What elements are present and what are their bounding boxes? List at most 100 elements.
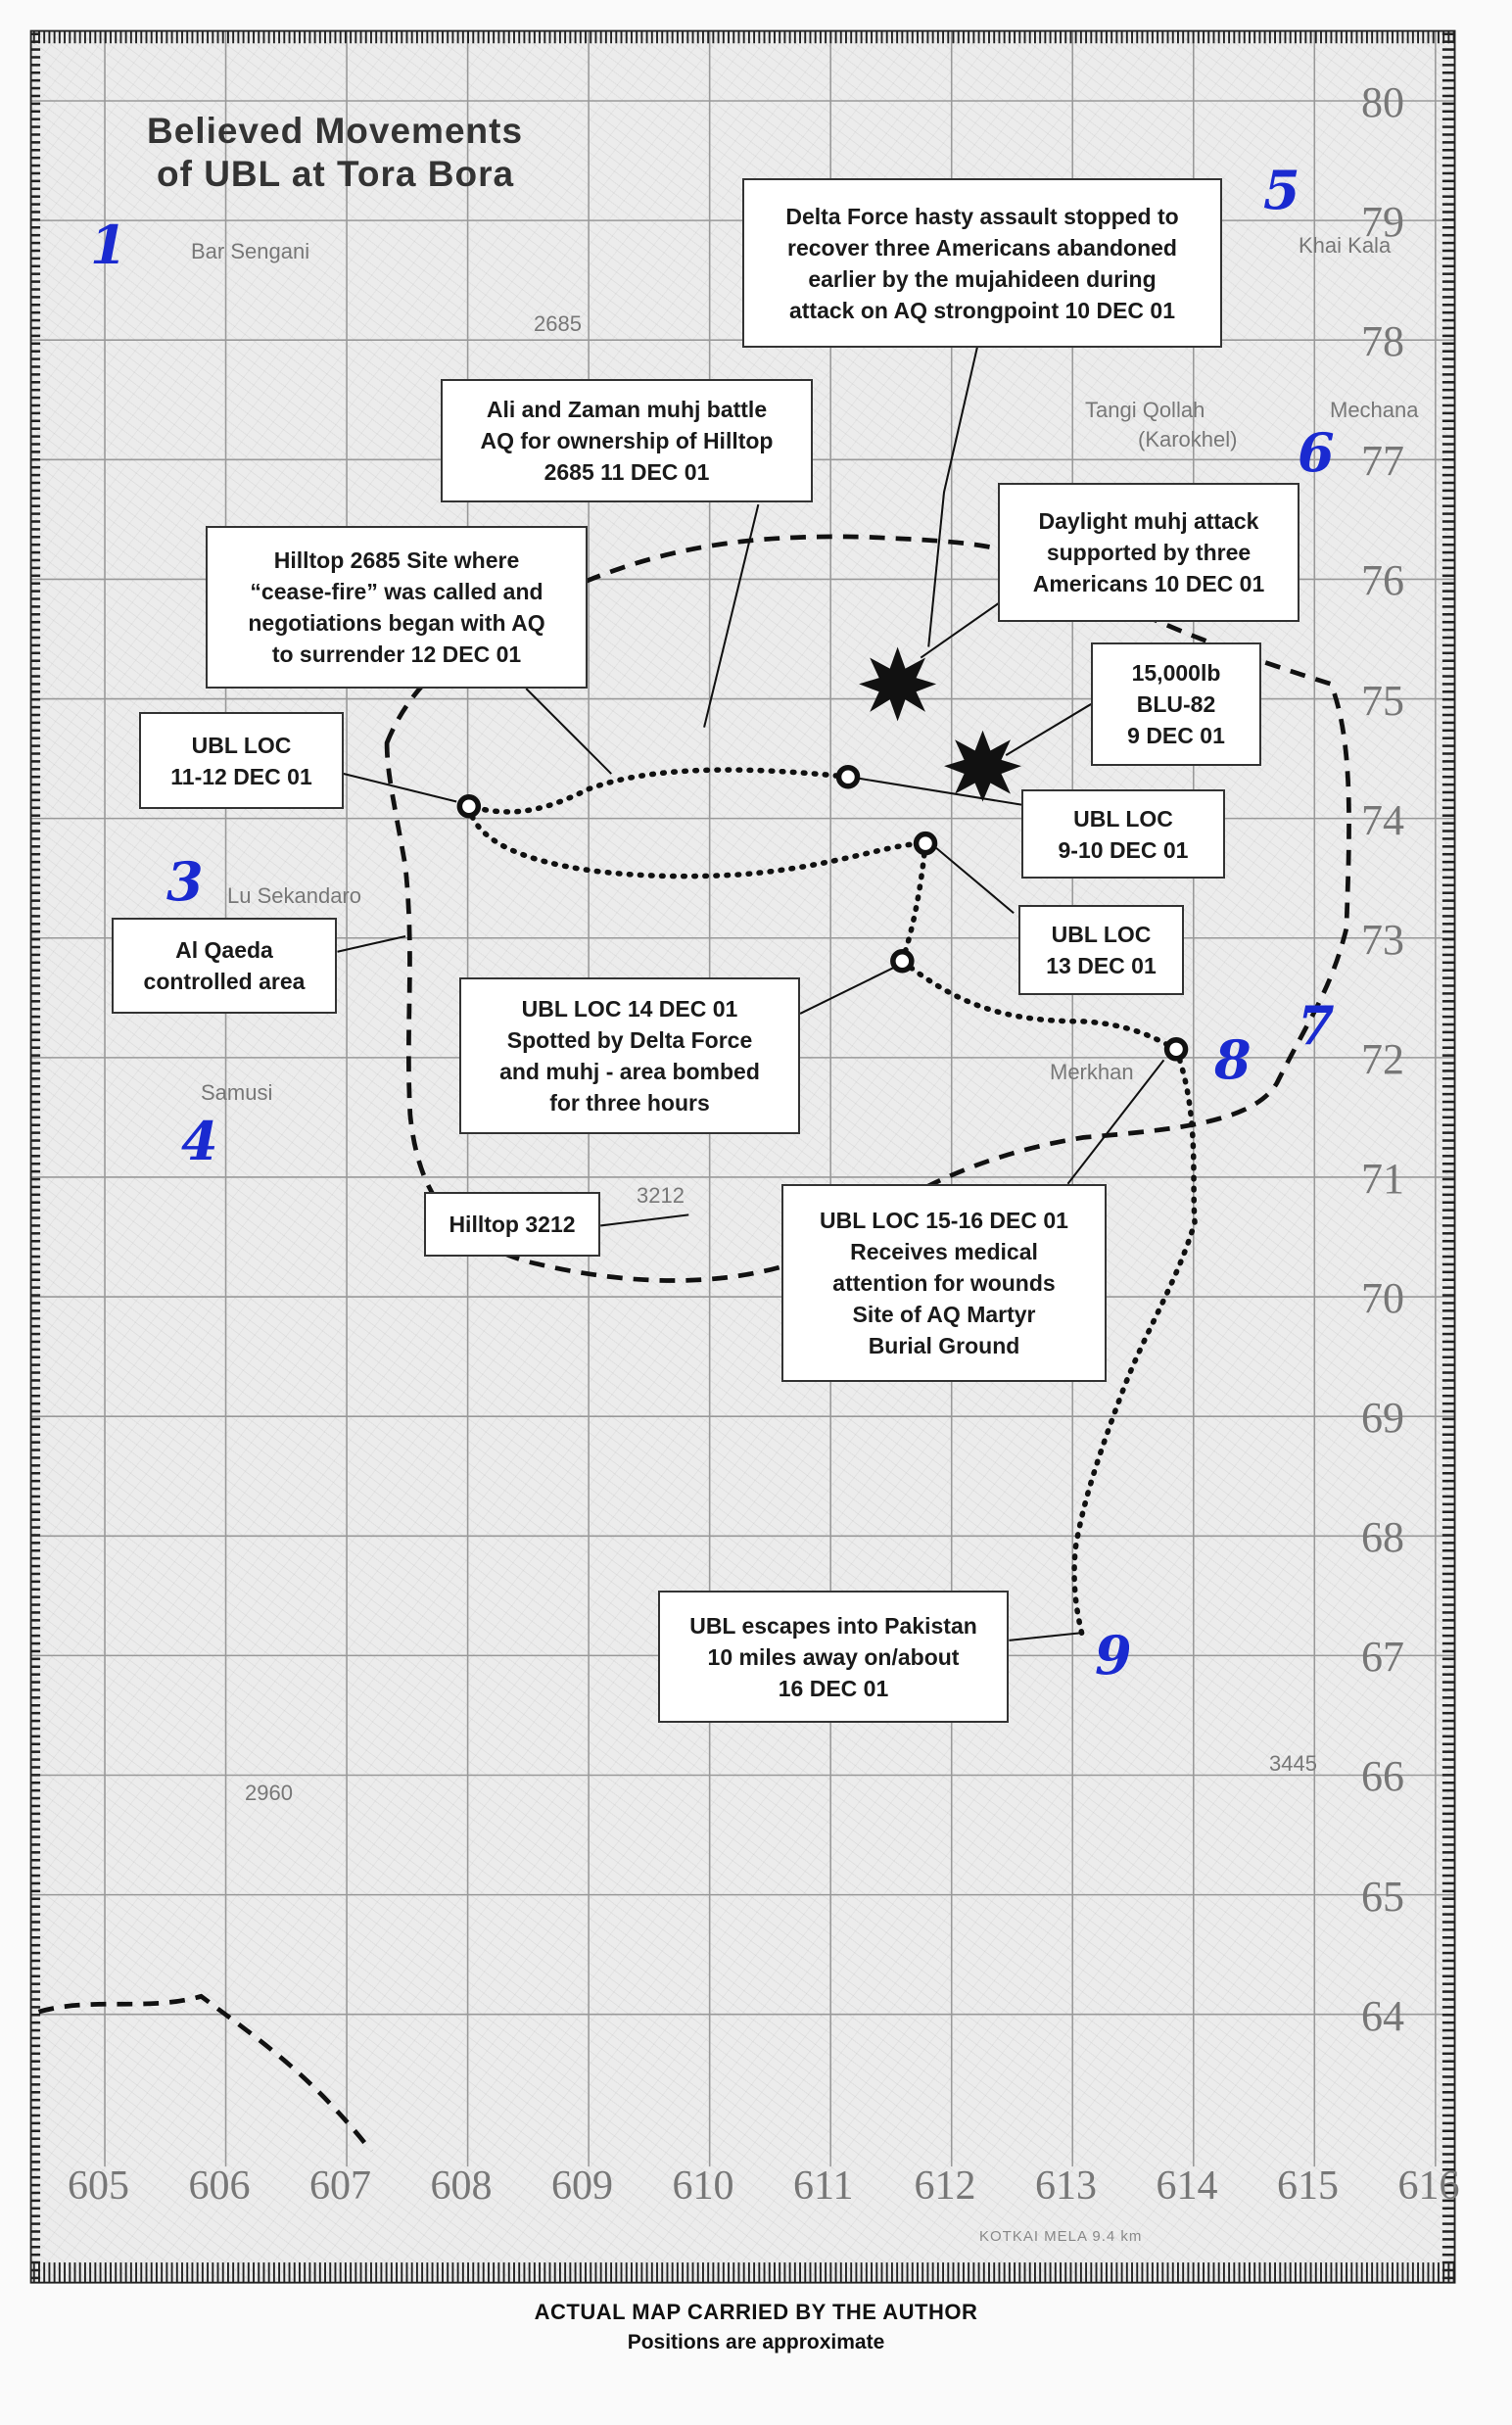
callout-line: Site of AQ Martyr (852, 1302, 1036, 1327)
grid-easting-label: 607 (309, 2163, 371, 2209)
callout-loc-14: UBL LOC 14 DEC 01 Spotted by Delta Force… (459, 977, 800, 1134)
grid-easting-label: 613 (1035, 2163, 1097, 2209)
handwritten-number: 7 (1298, 994, 1335, 1057)
callout-line: attack on AQ strongpoint 10 DEC 01 (788, 297, 1176, 323)
callout-daylight-attack: Daylight muhj attack supported by three … (998, 483, 1299, 622)
grid-easting-label: 606 (188, 2163, 251, 2209)
grid-northing-label: 68 (1361, 1513, 1404, 1562)
callout-line: UBL LOC (1051, 922, 1152, 947)
place-mechana: Mechana (1330, 398, 1419, 422)
grid-northing-label: 72 (1361, 1034, 1404, 1083)
caption-note: Positions are approximate (627, 2331, 885, 2354)
callout-line: earlier by the mujahideen during (808, 265, 1157, 292)
grid-northing-label: 77 (1361, 437, 1404, 486)
border-ticks (30, 30, 1455, 2283)
callout-line: 10 miles away on/about (707, 1643, 960, 1670)
callout-line: AQ for ownership of Hilltop (480, 428, 774, 453)
grid-northing-label: 74 (1361, 795, 1404, 844)
grid-easting-label: 608 (430, 2163, 493, 2209)
grid-northing-label: 64 (1361, 1991, 1404, 2040)
loc-marker-9-10 (835, 764, 861, 789)
grid-easting-label: 614 (1156, 2163, 1218, 2209)
loc-marker-11-12 (456, 793, 482, 819)
handwritten-number: 4 (181, 1110, 218, 1172)
grid-northing-label: 75 (1361, 676, 1404, 725)
grid-northing-label: 78 (1361, 317, 1404, 366)
explosion-icon (944, 730, 1022, 802)
callout-line: Daylight muhj attack (1038, 508, 1259, 534)
grid-northing-label: 70 (1361, 1274, 1404, 1322)
handwritten-number: 1 (90, 214, 127, 276)
callout-blu82: 15,000lb BLU-82 9 DEC 01 (1091, 642, 1261, 766)
callout-line: “cease-fire” was called and (250, 579, 543, 604)
callout-line: 9-10 DEC 01 (1058, 836, 1189, 863)
callout-line: BLU-82 (1136, 691, 1216, 717)
callout-line: Americans 10 DEC 01 (1032, 571, 1265, 596)
grid-easting-label: 609 (551, 2163, 613, 2209)
callout-line: UBL LOC (191, 732, 292, 758)
callout-loc-11-12: UBL LOC 11-12 DEC 01 (139, 712, 344, 809)
spot-height: 2685 (534, 311, 582, 336)
grid-northing-label: 79 (1361, 198, 1404, 247)
callout-loc-9-10: UBL LOC 9-10 DEC 01 (1021, 789, 1225, 879)
grid-northing-label: 65 (1361, 1872, 1404, 1921)
grid-easting-label: 611 (793, 2163, 854, 2209)
callout-line: Delta Force hasty assault stopped to (785, 203, 1179, 229)
grid-northing-label: 71 (1361, 1154, 1404, 1203)
map-frame (29, 29, 1456, 2284)
ubl-loc-markers (456, 764, 1189, 1062)
callout-line: and muhj - area bombed (499, 1059, 760, 1084)
callout-line: Hilltop 2685 Site where (273, 547, 520, 573)
callout-escape: UBL escapes into Pakistan 10 miles away … (658, 1591, 1009, 1723)
callout-line: 11-12 DEC 01 (170, 763, 312, 789)
grid-northing-label: 67 (1361, 1633, 1404, 1682)
handwritten-number: 9 (1095, 1624, 1132, 1687)
scale-note: KOTKAI MELA 9.4 km (979, 2228, 1143, 2245)
callout-line: controlled area (143, 969, 306, 994)
map-title: Believed Movements of UBL at Tora Bora (147, 110, 523, 196)
callout-line: Ali and Zaman muhj battle (486, 397, 768, 422)
callout-line: to surrender 12 DEC 01 (271, 642, 522, 667)
callout-line: UBL escapes into Pakistan (689, 1612, 977, 1639)
place-khai-kala: Khai Kala (1299, 233, 1392, 258)
callout-line: for three hours (549, 1090, 710, 1116)
callout-line: 13 DEC 01 (1046, 953, 1157, 978)
callout-line: negotiations began with AQ (248, 610, 545, 636)
caption-title: ACTUAL MAP CARRIED BY THE AUTHOR (534, 2300, 978, 2324)
callout-line: 16 DEC 01 (778, 1675, 889, 1701)
callout-aq-controlled-area: Al Qaeda controlled area (112, 918, 337, 1014)
place-merkhan: Merkhan (1050, 1060, 1134, 1084)
callout-line: UBL LOC 14 DEC 01 (521, 996, 738, 1022)
grid-easting-label: 610 (672, 2163, 734, 2209)
callout-loc-13: UBL LOC 13 DEC 01 (1018, 905, 1184, 995)
callout-line: Spotted by Delta Force (506, 1027, 753, 1053)
handwritten-number: 8 (1214, 1028, 1252, 1091)
place-bar-sengani: Bar Sengani (191, 239, 310, 263)
handwritten-number: 3 (166, 850, 204, 913)
explosion-icon (859, 646, 937, 722)
callout-line: Receives medical (850, 1239, 1038, 1264)
callout-line: Burial Ground (868, 1333, 1020, 1358)
callout-line: supported by three (1046, 540, 1252, 565)
place-tangi-qollah: Tangi Qollah (1085, 398, 1205, 422)
place-karokhel: (Karokhel) (1138, 427, 1238, 452)
callout-line: recover three Americans abandoned (787, 234, 1177, 261)
grid-northing-label: 66 (1361, 1752, 1404, 1801)
handwritten-number: 5 (1263, 159, 1300, 221)
callout-line: Al Qaeda (175, 937, 273, 963)
callout-line: 9 DEC 01 (1127, 723, 1225, 748)
grid-northing-label: 80 (1361, 78, 1404, 126)
callout-hilltop-3212: Hilltop 3212 (424, 1192, 600, 1257)
spot-height: 2960 (245, 1781, 293, 1805)
grid-northing-label: 73 (1361, 915, 1404, 964)
callout-line: 15,000lb (1131, 660, 1221, 686)
handwritten-number: 6 (1298, 421, 1335, 484)
spot-height: 3445 (1269, 1751, 1317, 1776)
grid-easting-label: 615 (1277, 2163, 1339, 2209)
southern-boundary-dashed (37, 1993, 374, 2153)
title-line: of UBL at Tora Bora (157, 154, 515, 194)
callout-delta-force: Delta Force hasty assault stopped to rec… (742, 178, 1222, 348)
title-line: Believed Movements (147, 111, 524, 151)
callout-loc-15-16: UBL LOC 15-16 DEC 01 Receives medical at… (781, 1184, 1107, 1382)
